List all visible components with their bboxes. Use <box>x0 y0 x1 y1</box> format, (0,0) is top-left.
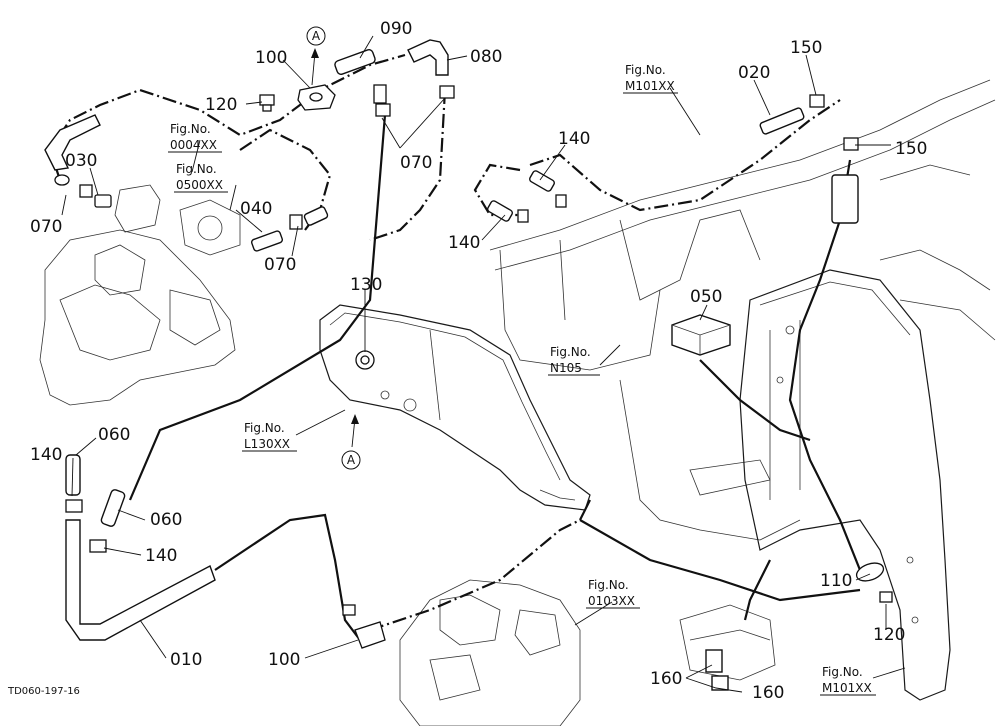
label-150-top: 150 <box>790 38 822 58</box>
marker-a-middle: A <box>341 414 361 470</box>
svg-text:Fig.No.: Fig.No. <box>176 162 217 176</box>
label-140-left: 140 <box>448 233 480 253</box>
filter-housing-outline <box>679 604 776 681</box>
label-080: 080 <box>470 47 502 67</box>
hose-090 <box>334 49 376 75</box>
fuel-line-lower <box>214 499 861 641</box>
svg-text:N105: N105 <box>550 361 582 375</box>
label-100-top: 100 <box>255 48 287 68</box>
drawing-code: TD060-197-16 <box>7 686 80 697</box>
pipe-010 <box>65 519 216 641</box>
hose-060-pair <box>65 454 126 527</box>
label-090: 090 <box>380 19 412 39</box>
svg-text:Fig.No.: Fig.No. <box>244 421 285 435</box>
marker-a-top: A <box>306 26 326 86</box>
svg-text:M101XX: M101XX <box>822 681 872 695</box>
svg-text:0004XX: 0004XX <box>170 138 217 152</box>
svg-text:Fig.No.: Fig.No. <box>170 122 211 136</box>
plug-130 <box>355 350 375 370</box>
chassis-frame-outline <box>489 79 996 541</box>
label-070-left: 070 <box>30 217 62 237</box>
clamp-110 <box>855 562 885 582</box>
hose-left-loop <box>44 114 101 171</box>
bracket-100-top <box>297 84 336 111</box>
label-070-mid: 070 <box>264 255 296 275</box>
label-140-lower2: 140 <box>145 546 177 566</box>
clamp-140-lower <box>65 499 107 553</box>
leader-lines <box>61 35 906 693</box>
label-070-right: 070 <box>400 153 432 173</box>
clamp-150-pair <box>809 94 859 224</box>
fuel-tank-outline <box>319 304 591 511</box>
label-060-1: 060 <box>98 425 130 445</box>
label-060-2: 060 <box>150 510 182 530</box>
fig-ref-m101xx-top: Fig.No. M101XX <box>623 63 678 94</box>
fig-ref-n105: Fig.No. N105 <box>548 345 600 376</box>
fig-ref-m101xx-bottom: Fig.No. M101XX <box>820 665 876 696</box>
part-labels: 090 100 080 120 030 070 040 070 070 140 … <box>30 19 927 703</box>
label-120-bottom: 120 <box>873 625 905 645</box>
plate-160-pair <box>705 649 729 691</box>
svg-text:0103XX: 0103XX <box>588 594 635 608</box>
label-120-top: 120 <box>205 95 237 115</box>
fuel-line-right <box>473 99 871 621</box>
svg-text:Fig.No.: Fig.No. <box>550 345 591 359</box>
transmission-outline <box>399 579 581 726</box>
fig-ref-0103xx: Fig.No. 0103XX <box>586 578 640 609</box>
joint-030 <box>54 174 112 208</box>
label-030: 030 <box>65 151 97 171</box>
fig-ref-l130xx: Fig.No. L130XX <box>242 421 297 452</box>
label-150-right: 150 <box>895 139 927 159</box>
svg-text:Fig.No.: Fig.No. <box>822 665 863 679</box>
figure-refs: Fig.No. 0004XX Fig.No. 0500XX Fig.No. M1… <box>168 63 876 696</box>
label-140-mid: 140 <box>558 129 590 149</box>
engine-block-outline <box>39 184 241 406</box>
bracket-100-bottom <box>342 604 386 649</box>
label-020: 020 <box>738 63 770 83</box>
pipe-020 <box>759 107 805 135</box>
label-010: 010 <box>170 650 202 670</box>
label-160-2: 160 <box>752 683 784 703</box>
clamp-070-pair <box>373 84 455 117</box>
svg-text:Fig.No.: Fig.No. <box>588 578 629 592</box>
bolt-120-top <box>259 94 275 112</box>
svg-text:0500XX: 0500XX <box>176 178 223 192</box>
label-140-lower1: 140 <box>30 445 62 465</box>
svg-text:Fig.No.: Fig.No. <box>625 63 666 77</box>
label-130: 130 <box>350 275 382 295</box>
svg-text:A: A <box>347 453 356 467</box>
svg-text:A: A <box>312 29 321 43</box>
svg-text:M101XX: M101XX <box>625 79 675 93</box>
pipe-040 <box>250 206 329 252</box>
fig-ref-0004xx: Fig.No. 0004XX <box>168 122 222 153</box>
hose-080 <box>407 39 449 76</box>
svg-text:L130XX: L130XX <box>244 437 290 451</box>
label-100-bottom: 100 <box>268 650 300 670</box>
label-160-1: 160 <box>650 669 682 689</box>
label-050: 050 <box>690 287 722 307</box>
sponge-050 <box>671 314 731 356</box>
label-110: 110 <box>820 571 852 591</box>
bolt-120-bottom <box>879 591 893 603</box>
hose-140-pair <box>487 170 567 223</box>
side-plate-outline <box>739 164 996 701</box>
label-040: 040 <box>240 199 272 219</box>
fig-ref-0500xx: Fig.No. 0500XX <box>174 162 228 193</box>
